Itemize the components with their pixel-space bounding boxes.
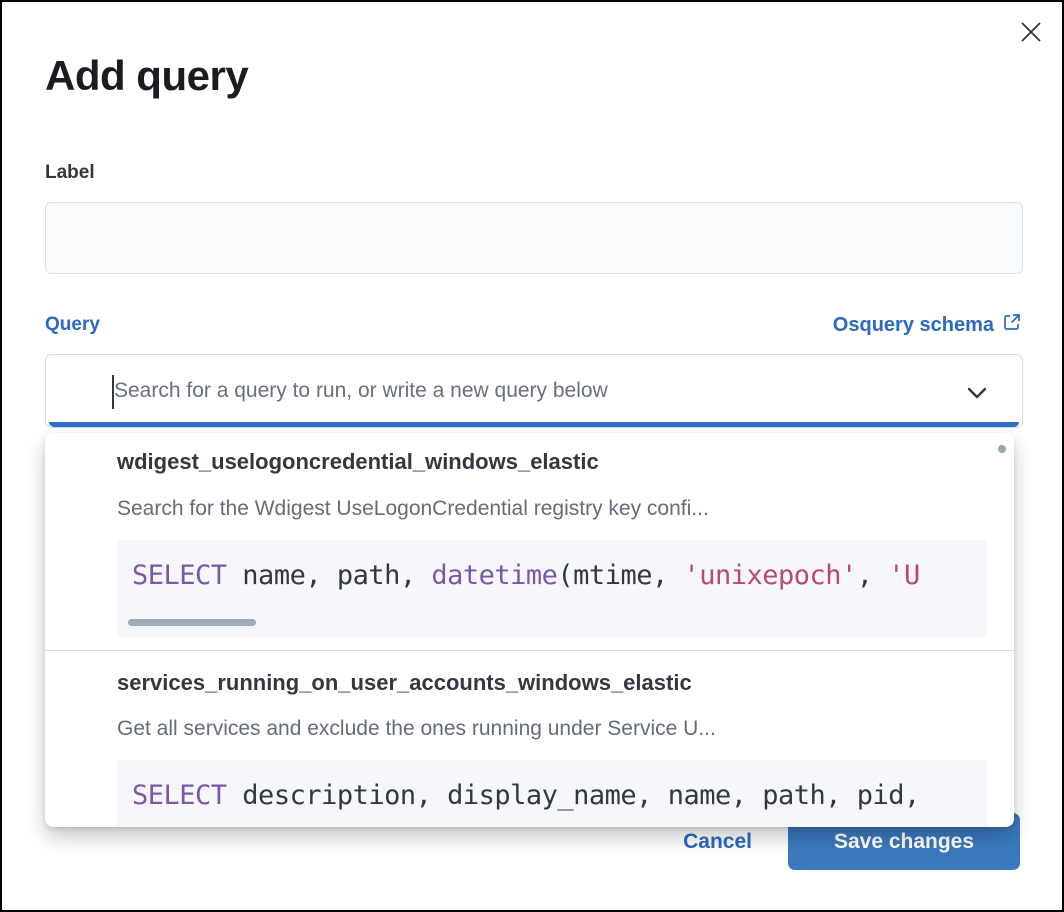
osquery-schema-link-label: Osquery schema <box>832 313 994 336</box>
cancel-button[interactable]: Cancel <box>683 829 752 853</box>
sql-code-line: SELECT name, path, datetime(mtime, 'unix… <box>132 560 920 591</box>
query-option-description: Search for the Wdigest UseLogonCredentia… <box>117 497 709 520</box>
query-combobox <box>45 354 1023 428</box>
chevron-down-icon[interactable] <box>964 380 990 411</box>
query-suggestions-dropdown: wdigest_uselogoncredential_windows_elast… <box>45 433 1014 827</box>
label-input[interactable] <box>45 202 1023 274</box>
query-option-title: wdigest_uselogoncredential_windows_elast… <box>117 449 599 474</box>
query-search-input[interactable] <box>114 355 974 427</box>
osquery-schema-link[interactable]: Osquery schema <box>833 312 1022 338</box>
option-divider <box>45 650 1014 651</box>
query-option-services[interactable]: services_running_on_user_accounts_window… <box>45 651 1014 827</box>
label-field-label: Label <box>45 162 95 183</box>
horizontal-scrollbar-thumb[interactable] <box>128 619 256 626</box>
text-caret <box>112 375 114 409</box>
sql-code-block: SELECT description, display_name, name, … <box>117 760 987 827</box>
close-icon <box>1019 20 1043 47</box>
sql-code-line: SELECT description, display_name, name, … <box>132 780 920 811</box>
query-option-wdigest[interactable]: wdigest_uselogoncredential_windows_elast… <box>45 433 1014 650</box>
combobox-focus-underline <box>49 422 1019 427</box>
external-link-icon <box>1002 312 1022 338</box>
query-field-label: Query <box>45 314 100 335</box>
page-title: Add query <box>45 52 249 99</box>
query-option-description: Get all services and exclude the ones ru… <box>117 717 716 740</box>
query-option-title: services_running_on_user_accounts_window… <box>117 670 692 695</box>
sql-code-block: SELECT name, path, datetime(mtime, 'unix… <box>117 540 987 637</box>
close-button[interactable] <box>1014 16 1048 50</box>
vertical-scrollbar-thumb[interactable] <box>998 445 1006 453</box>
